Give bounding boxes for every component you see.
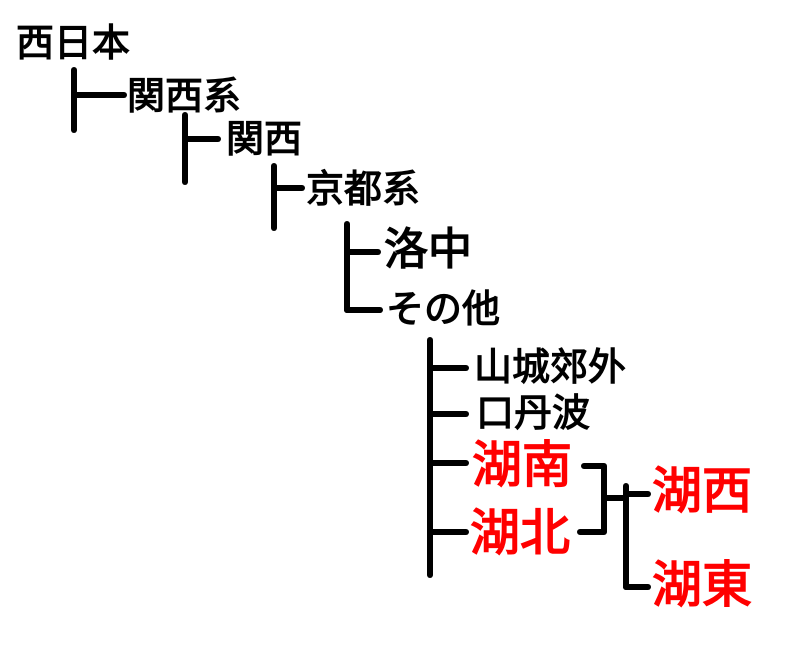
node-kansai: 関西 <box>226 117 303 161</box>
node-kansaikei: 関西系 <box>127 74 242 118</box>
node-kyotokei: 京都系 <box>306 167 421 211</box>
node-kohoku: 湖北 <box>470 504 570 562</box>
connector-konan-kohoku-bracket <box>577 463 607 535</box>
node-konan: 湖南 <box>472 436 572 494</box>
node-sonota: その他 <box>386 287 501 331</box>
node-kosai: 湖西 <box>652 462 752 520</box>
node-nishinihon: 西日本 <box>16 21 131 65</box>
node-kuchi-tanba: 口丹波 <box>476 391 591 435</box>
node-rakuchu: 洛中 <box>384 224 472 275</box>
node-koto: 湖東 <box>652 556 752 614</box>
node-yamashiro-kougai: 山城郊外 <box>474 345 627 389</box>
